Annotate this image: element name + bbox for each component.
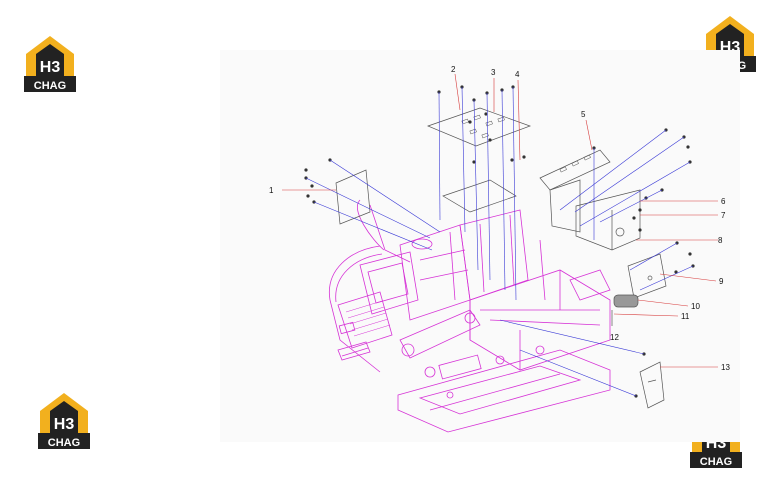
callout-2: 2 [451,65,456,74]
part-5-panel [539,149,611,191]
callout-9: 9 [719,277,724,286]
fasteners [304,85,695,398]
callout-leaders [282,73,718,368]
logo-letters: H3 [40,59,61,76]
diagram-background [220,50,740,442]
callout-4: 4 [515,70,520,79]
part-9-block [627,253,667,299]
part-1-bracket [335,169,371,225]
logo-brand: CHAG [48,437,80,449]
callout-8: 8 [718,236,723,245]
part-13-bracket [639,361,665,409]
logo-letters: H3 [54,416,75,433]
callout-1: 1 [269,186,274,195]
callout-7: 7 [721,211,726,220]
callout-labels: 1 2 3 4 5 6 7 8 9 10 11 12 13 [269,65,730,372]
callout-13: 13 [721,363,730,372]
part-8-panel [575,189,641,251]
callout-5: 5 [581,110,586,119]
callout-11: 11 [681,312,690,321]
logo-brand: CHAG [700,456,732,468]
callout-10: 10 [691,302,700,311]
machine-body [328,199,611,433]
part-10-cylinder [613,294,639,308]
logo-top-left: H3 CHAG [22,34,78,96]
callout-3: 3 [491,68,496,77]
callout-12: 12 [610,333,619,342]
logo-bottom-left: H3 CHAG [36,391,92,453]
assembly-lines [305,86,694,397]
callout-6: 6 [721,197,726,206]
logo-brand: CHAG [34,80,66,92]
